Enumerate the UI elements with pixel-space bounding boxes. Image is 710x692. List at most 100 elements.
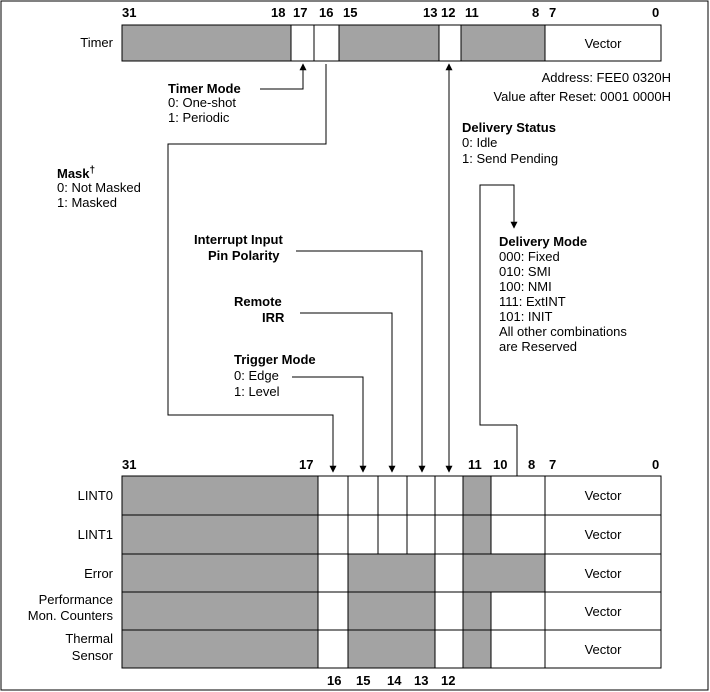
lvt-bottom-bit-13: 13: [414, 673, 428, 688]
lint1-reserved-31-17: [121, 514, 319, 555]
error-reserved-15-13: [347, 553, 436, 593]
delivery-mode-arrow: [479, 184, 518, 426]
thermal-vector-field: [544, 629, 662, 669]
lint1-field-bit-12: [434, 514, 464, 555]
lvt-top-bit-labels: 31 17 11 10 8 7 0: [122, 457, 659, 472]
timer-vector-label: Vector: [585, 36, 623, 51]
lvt-table: 31 17 11 10 8 7 0 LINT0 Vector LINT1: [28, 457, 662, 688]
perf-vector-label: Vector: [585, 604, 623, 619]
lvt-bottom-bit-14: 14: [387, 673, 402, 688]
timer-bit-11: 11: [465, 5, 479, 20]
timer-field-bit-12: [438, 24, 462, 62]
timer-address: Address: FEE0 0320H: [542, 70, 671, 85]
error-vector-field: [544, 553, 662, 593]
lint0-field-bit-12: [434, 475, 464, 516]
lvt-row-perf-name-line-1: Mon. Counters: [28, 608, 114, 623]
timer-field-bit-16: [313, 24, 340, 62]
delivery-mode-line-1: 010: SMI: [499, 264, 551, 279]
delivery-mode-title: Delivery Mode: [499, 234, 587, 249]
thermal-field-bit-12: [434, 629, 464, 669]
lvt-bit-0: 0: [652, 457, 659, 472]
lint1-field-bit-16: [317, 514, 349, 555]
pin-polarity-arrow: [296, 250, 426, 473]
lint0-vector-field: [544, 475, 662, 516]
lvt-row-lint1: LINT1 Vector: [78, 514, 662, 555]
timer-mode-line-0: 0: One-shot: [168, 95, 236, 110]
thermal-reserved-bit-11: [462, 629, 492, 669]
perf-reserved-31-17: [121, 591, 319, 631]
lvt-row-lint0: LINT0 Vector: [78, 475, 662, 516]
thermal-vector-label: Vector: [585, 642, 623, 657]
delivery-mode-line-6: are Reserved: [499, 339, 577, 354]
remote-irr-annotation: Remote IRR: [234, 294, 285, 325]
lint0-vector-label: Vector: [585, 488, 623, 503]
delivery-status-line-0: 0: Idle: [462, 135, 497, 150]
delivery-mode-line-5: All other combinations: [499, 324, 627, 339]
timer-bit-0: 0: [652, 5, 659, 20]
pin-polarity-annotation: Interrupt Input Pin Polarity: [194, 232, 283, 263]
lint0-field-bit-13: [406, 475, 436, 516]
trigger-mode-arrow: [292, 376, 367, 473]
remote-irr-title-line-0: Remote: [234, 294, 282, 309]
trigger-mode-line-1: 1: Level: [234, 384, 280, 399]
perf-reserved-bit-11: [462, 591, 492, 631]
delivery-mode-line-3: 111: ExtINT: [499, 294, 566, 309]
thermal-reserved-15-13: [347, 629, 436, 669]
lvt-row-perf-name-line-0: Performance: [39, 592, 113, 607]
lint1-vector-field: [544, 514, 662, 555]
lvt-bit-11: 11: [468, 457, 482, 472]
remote-irr-arrow: [300, 312, 396, 473]
lvt-row-lint1-name: LINT1: [78, 527, 113, 542]
lvt-bottom-bit-16: 16: [327, 673, 341, 688]
timer-bit-13: 13: [423, 5, 437, 20]
mask-annotation: Mask† 0: Not Masked 1: Masked: [57, 165, 141, 210]
lvt-bottom-bit-labels: 16 15 14 13 12: [327, 673, 455, 688]
lvt-bit-17: 17: [299, 457, 313, 472]
error-vector-label: Vector: [585, 566, 623, 581]
delivery-status-line-1: 1: Send Pending: [462, 151, 558, 166]
lvt-row-error: Error Vector: [84, 553, 662, 593]
timer-mode-line-1: 1: Periodic: [168, 110, 230, 125]
mask-arrow: [167, 64, 337, 473]
timer-reserved-11-8: [460, 24, 546, 62]
lvt-row-error-name: Error: [84, 566, 114, 581]
lvt-bit-7: 7: [549, 457, 556, 472]
perf-vector-field: [544, 591, 662, 631]
perf-delivery-mode: [490, 591, 546, 631]
timer-bit-17: 17: [293, 5, 307, 20]
lvt-row-thermal-name-line-1: Sensor: [72, 648, 114, 663]
timer-bit-18: 18: [271, 5, 285, 20]
timer-mode-annotation: Timer Mode 0: One-shot 1: Periodic: [168, 81, 241, 125]
lint1-field-bit-13: [406, 514, 436, 555]
delivery-status-title: Delivery Status: [462, 120, 556, 135]
lvt-bit-8: 8: [528, 457, 535, 472]
timer-reserved-31-18: [121, 24, 292, 62]
lvt-row-lint0-name: LINT0: [78, 488, 113, 503]
lint1-delivery-mode: [490, 514, 546, 555]
timer-register-name: Timer: [80, 35, 113, 50]
lint0-reserved-31-17: [121, 475, 319, 516]
delivery-mode-line-4: 101: INIT: [499, 309, 553, 324]
timer-reserved-15-13: [338, 24, 440, 62]
delivery-mode-line-0: 000: Fixed: [499, 249, 560, 264]
lvt-bit-10: 10: [493, 457, 507, 472]
error-field-bit-12: [434, 553, 464, 593]
mask-title: Mask†: [57, 165, 95, 181]
mask-line-0: 0: Not Masked: [57, 180, 141, 195]
thermal-reserved-31-17: [121, 629, 319, 669]
timer-bit-labels: 31 18 17 16 15 13 12 11 8 7 0: [122, 5, 659, 20]
lint1-vector-label: Vector: [585, 527, 623, 542]
timer-field-bit-17: [290, 24, 315, 62]
timer-bit-15: 15: [343, 5, 357, 20]
lvt-bit-31: 31: [122, 457, 136, 472]
lint0-reserved-bit-11: [462, 475, 492, 516]
lint0-field-bit-14: [377, 475, 408, 516]
trigger-mode-annotation: Trigger Mode 0: Edge 1: Level: [234, 352, 316, 399]
thermal-field-bit-16: [317, 629, 349, 669]
lvt-row-thermal-name-line-0: Thermal: [65, 631, 113, 646]
lint1-field-bit-14: [377, 514, 408, 555]
timer-register: 31 18 17 16 15 13 12 11 8 7 0 Timer Vect…: [80, 5, 671, 104]
perf-field-bit-16: [317, 591, 349, 631]
